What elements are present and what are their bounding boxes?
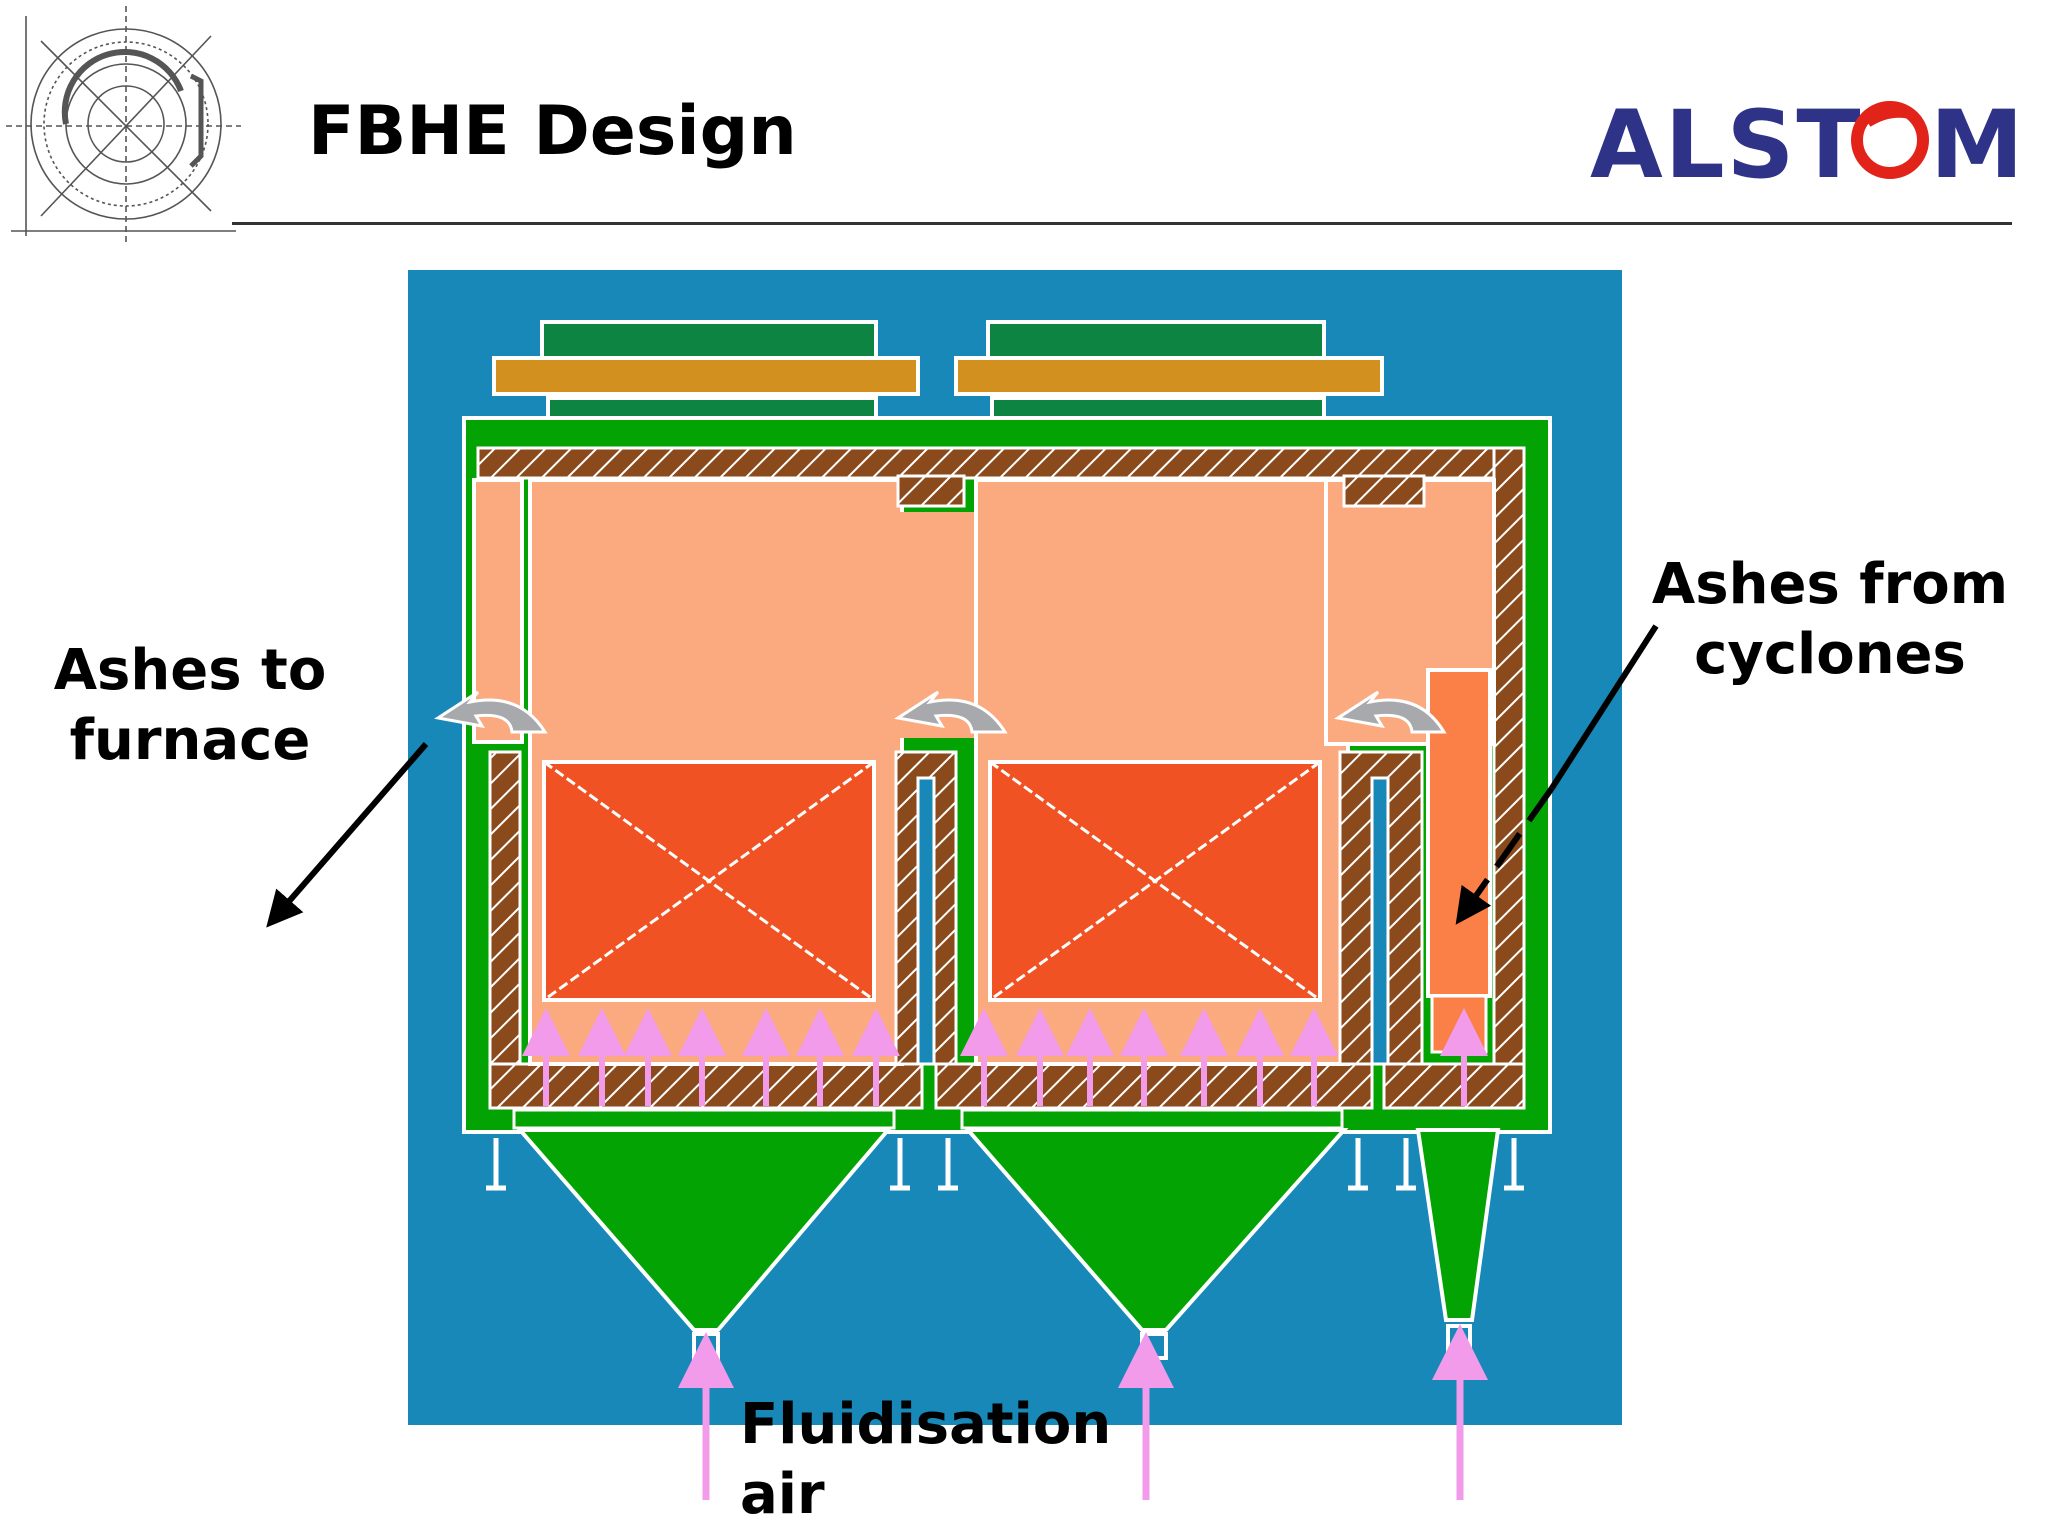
header-green-top-1: [540, 320, 878, 360]
bed-left-strip: [472, 478, 524, 744]
tube-bundle-2: [988, 760, 1322, 1002]
nozzle-1: [692, 1332, 720, 1360]
refractory-left-wall: [488, 750, 522, 1110]
label-fluidisation-air: Fluidisation air: [740, 1390, 1112, 1530]
support-legs: [486, 1138, 1524, 1191]
overflow-arrow-3: [1334, 690, 1447, 734]
refractory-top: [476, 446, 1526, 480]
hopper-2: [963, 1128, 1349, 1332]
ashes-from-cyclones-arrow: [1455, 624, 1659, 925]
header-rule: [232, 222, 2012, 225]
label-ashes-from-cyclones-line-1: Ashes from: [1651, 552, 2009, 617]
nozzle-2: [1140, 1332, 1168, 1360]
partition-2-gap: [1370, 776, 1390, 1066]
bed-air-arrows: [522, 1008, 1488, 1106]
label-ashes-from-cyclones-line-2: cyclones: [1694, 622, 1966, 687]
bottom-strip-2: [960, 1108, 1344, 1130]
refractory-bottom-1: [488, 1062, 924, 1110]
label-fluidisation-air-line-1: Fluidisation: [740, 1392, 1112, 1457]
refractory-bottom-3: [1382, 1062, 1526, 1110]
refractory-bottom-2: [934, 1062, 1374, 1110]
hopper-1: [515, 1128, 893, 1332]
inlet-chute: [1426, 668, 1492, 998]
header-gold-1: [492, 356, 920, 396]
refractory-block-1: [896, 474, 966, 508]
drafting-emblem-icon: [6, 6, 241, 246]
label-fluidisation-air-line-2: air: [740, 1462, 825, 1527]
svg-text:ALST: ALST: [1590, 91, 1862, 195]
alstom-logo: ALST M: [1590, 91, 2024, 195]
refractory-right-wall: [1492, 446, 1526, 1110]
label-ashes-to-furnace: Ashes to furnace: [40, 636, 340, 776]
header-gold-2: [954, 356, 1384, 396]
label-ashes-from-cyclones: Ashes from cyclones: [1640, 550, 2020, 690]
overflow-arrow-2: [894, 690, 1008, 734]
hopper-3: [1415, 1128, 1501, 1322]
nozzle-3: [1446, 1324, 1472, 1352]
svg-text:M: M: [1930, 91, 2024, 195]
bottom-strip-1: [512, 1108, 896, 1130]
ashes-to-furnace-arrow: [266, 742, 429, 928]
overflow-arrow-1: [434, 690, 548, 734]
fluidisation-air-arrows: [678, 1324, 1488, 1500]
label-ashes-to-furnace-line-2: furnace: [69, 708, 311, 773]
partition-1-gap: [916, 776, 936, 1066]
tube-bundle-1: [542, 760, 876, 1002]
inlet-chute-base: [1430, 994, 1488, 1054]
header-green-top-2: [986, 320, 1326, 360]
label-ashes-to-furnace-line-1: Ashes to: [53, 638, 327, 703]
refractory-block-2: [1342, 474, 1426, 508]
page-title: FBHE Design: [308, 92, 797, 171]
